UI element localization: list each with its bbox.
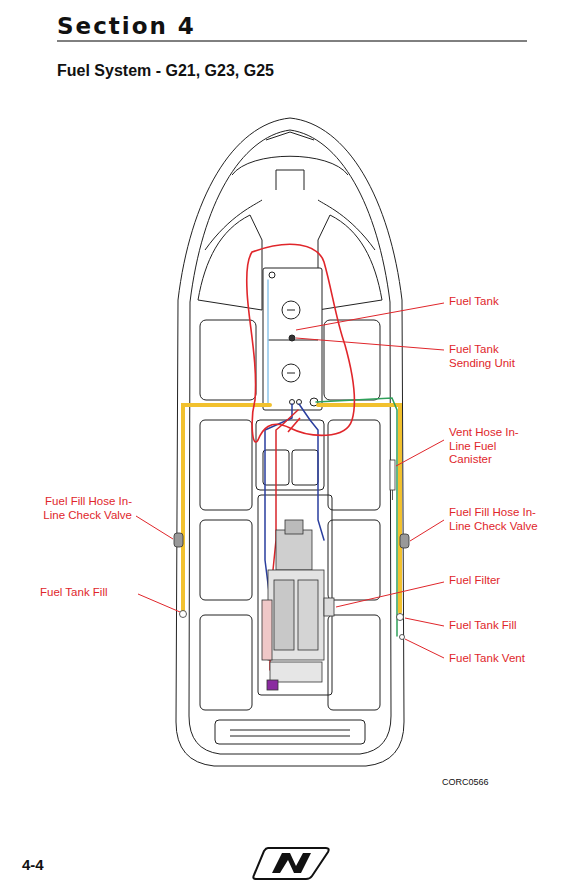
callout-label: Fuel Fill Hose In-Line Check Valve [449,506,541,533]
hand-drawn-circle [247,244,355,442]
drawing-number: CORC0566 [442,777,489,788]
fittings [174,460,409,640]
section-heading: Section 4 [57,13,196,40]
brand-logo [253,848,328,879]
engine [262,520,334,690]
diagram-title: Fuel System - G21, G23, G25 [57,62,274,81]
fuel-lines [183,280,400,670]
leader-lines [136,303,444,658]
callout-label: Fuel Tank [449,295,499,309]
callout-label: Vent Hose In-Line Fuel Canister [449,426,521,467]
callout-label: Fuel Filter [449,574,500,588]
callout-label: Fuel Tank Sending Unit [449,343,533,370]
callout-label: Fuel Tank Fill [449,619,517,633]
callout-label: Fuel Fill Hose In-Line Check Valve [40,495,132,522]
hull [176,118,404,766]
header-rule [57,41,527,42]
callout-label: Fuel Tank Fill [40,586,132,600]
page-number: 4-4 [22,856,44,874]
callout-label: Fuel Tank Vent [449,652,525,666]
